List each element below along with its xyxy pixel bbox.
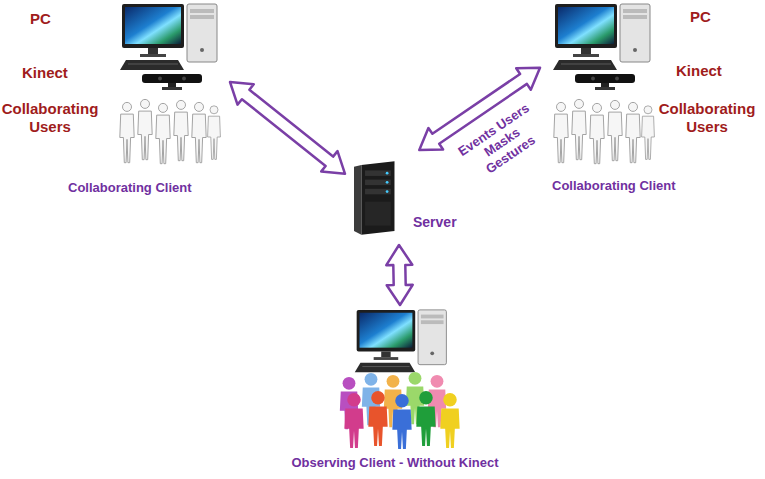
double-arrow bbox=[230, 82, 345, 174]
node-label: Collaborating Client bbox=[68, 180, 192, 196]
node-label: Kinect bbox=[676, 62, 722, 80]
node-label: Observing Client - Without Kinect bbox=[270, 455, 520, 471]
client-group: PC KinectCollaborating UsersCollaborating… bbox=[0, 0, 230, 205]
double-arrow bbox=[386, 245, 412, 305]
client-group: Server bbox=[345, 150, 480, 245]
client-group: PC KinectCollaborating UsersCollaborating… bbox=[540, 0, 765, 205]
node-label: PC bbox=[30, 10, 51, 28]
node-label: PC bbox=[690, 8, 711, 26]
colorful-users bbox=[340, 372, 460, 449]
gray-users bbox=[120, 99, 221, 163]
node-label: Collaborating Client bbox=[552, 178, 676, 194]
node-label: Server bbox=[413, 214, 457, 230]
node-label: Collaborating Users bbox=[656, 100, 758, 136]
node-label: Collaborating Users bbox=[0, 100, 100, 136]
node-label: Kinect bbox=[22, 64, 68, 82]
gray-users bbox=[554, 99, 655, 163]
client-group: Observing Client - Without Kinect bbox=[270, 305, 520, 475]
